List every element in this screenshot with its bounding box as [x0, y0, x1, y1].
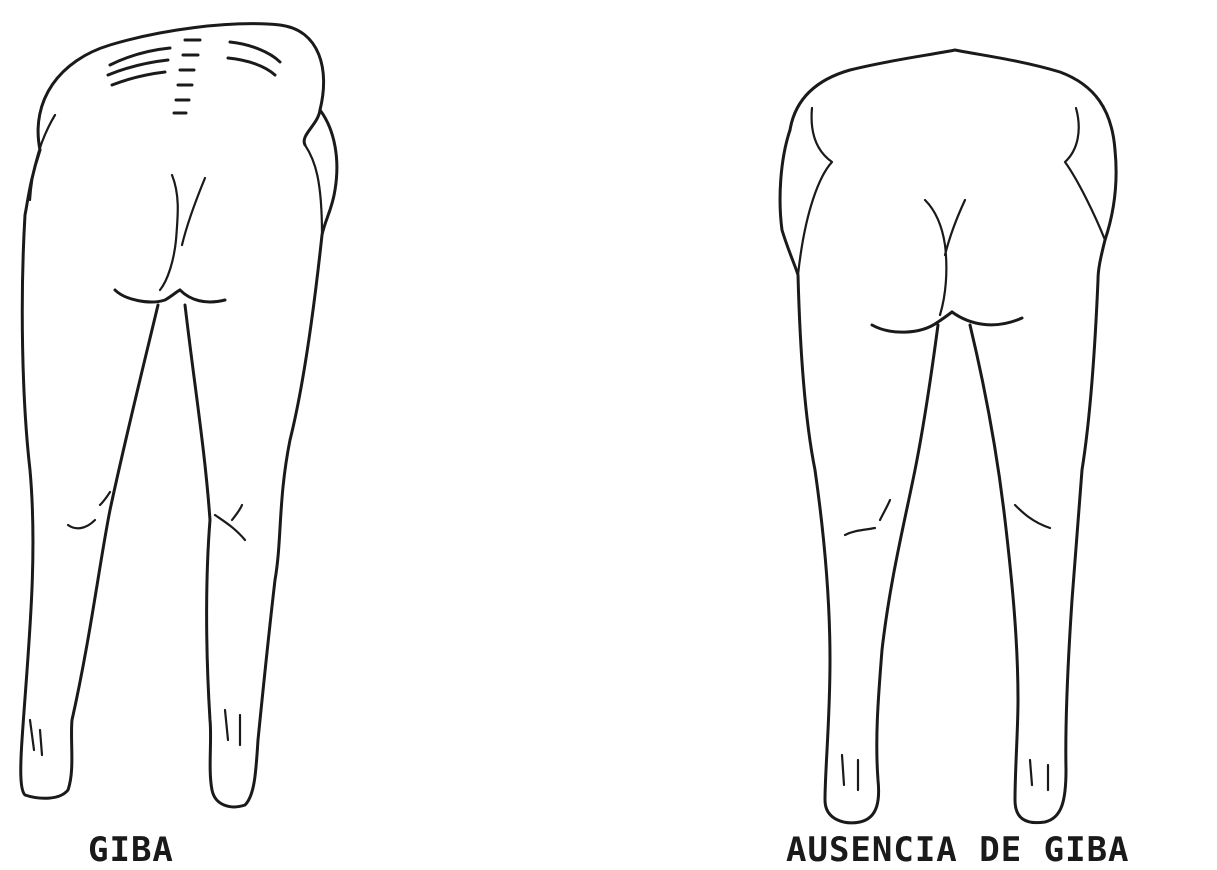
- back-outline: [38, 24, 324, 150]
- forward-bend-figure-with-hump: [0, 0, 360, 869]
- gluteal-fold-left: [115, 290, 180, 302]
- forward-bend-figure-no-hump: [760, 0, 1217, 869]
- caption-hump: GIBA: [88, 830, 174, 870]
- left-foot-lines: [30, 720, 42, 755]
- right-knee-mark: [215, 505, 245, 540]
- right-knee-mark: [1015, 505, 1050, 528]
- right-foot-lines: [1030, 760, 1048, 790]
- rib-line-1: [110, 48, 170, 65]
- left-knee-mark: [845, 500, 890, 535]
- right-side-outline: [185, 110, 337, 807]
- left-arm-contour: [798, 108, 832, 275]
- hump-illustration: [0, 0, 360, 869]
- caption-no-hump: AUSENCIA DE GIBA: [786, 830, 1130, 870]
- right-arm-contour: [305, 145, 322, 235]
- right-side-outline: [970, 150, 1116, 823]
- left-knee-mark: [68, 492, 110, 528]
- gluteal-cleft: [160, 175, 205, 290]
- right-foot-lines: [225, 710, 240, 745]
- left-foot-lines: [842, 755, 858, 790]
- gluteal-cleft: [925, 200, 965, 315]
- left-side-outline: [21, 150, 158, 798]
- gluteal-fold-right: [180, 290, 225, 302]
- left-arm-contour: [30, 115, 55, 200]
- rib-line-5: [228, 58, 275, 75]
- rib-line-3: [112, 72, 165, 85]
- right-arm-contour: [1065, 108, 1105, 240]
- no-hump-illustration: [760, 0, 1217, 869]
- gluteal-fold-right: [952, 312, 1022, 325]
- back-outline: [790, 50, 1115, 150]
